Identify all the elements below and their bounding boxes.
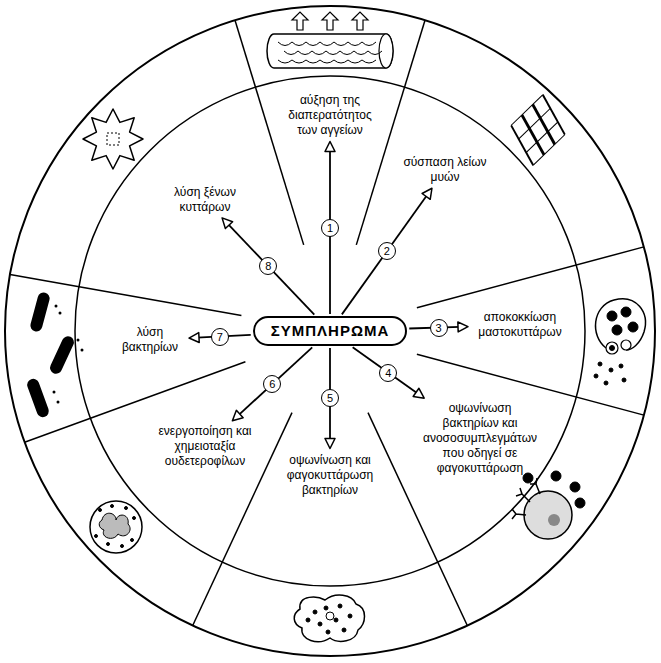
effect-label: λύση βακτηρίων — [115, 325, 185, 355]
callout-number: 7 — [211, 328, 229, 346]
effect-arrow — [232, 347, 312, 420]
sector-line — [368, 413, 467, 626]
effect-text: αύξηση της διαπερατότητος των αγγείων — [278, 93, 382, 138]
effect-text: λύση ξένων κυττάρων — [165, 185, 245, 215]
effect-arrow — [353, 347, 425, 398]
effect-label: αποκοκκίωση μαστοκυττάρων — [472, 310, 568, 340]
effect-label: λύση ξένων κυττάρων — [165, 185, 245, 215]
effect-text: λύση βακτηρίων — [115, 325, 185, 355]
sector-line — [417, 247, 644, 308]
arrow-shaft — [342, 195, 427, 315]
effect-text: ενεργοποίηση και χημειοταξία ουδετεροφίλ… — [145, 424, 265, 469]
arrow-head — [325, 439, 335, 449]
effect-label: ενεργοποίηση και χημειοταξία ουδετεροφίλ… — [145, 424, 265, 469]
callout-number: 4 — [379, 364, 397, 382]
arrow-shaft — [238, 347, 312, 415]
box-title: ΣΥΜΠΛΗΡΩΜΑ — [271, 322, 390, 340]
effect-arrow — [222, 218, 314, 315]
callout-number: 3 — [430, 319, 448, 337]
vessel-illustration — [267, 12, 393, 68]
arrow-head — [458, 322, 468, 332]
opsonisation-illustration — [512, 471, 585, 539]
effect-text: σύσπαση λείων μυών — [397, 155, 493, 185]
arrow-shaft — [228, 224, 315, 315]
sector-lines — [10, 20, 644, 625]
outer-circle — [5, 6, 655, 656]
arrow-head — [232, 410, 243, 420]
muscle-grid-illustration — [511, 95, 565, 165]
effect-label: αύξηση της διαπερατότητος των αγγείων — [278, 93, 382, 138]
effect-text: οψωνίνωση βακτηρίων και ανοσοσυμπλεγμάτω… — [420, 401, 540, 476]
foreign-cell-illustration — [83, 109, 143, 169]
effect-arrow — [342, 188, 432, 314]
effect-label: οψωνίνωση βακτηρίων και ανοσοσυμπλεγμάτω… — [420, 401, 540, 476]
arrow-head — [222, 218, 233, 229]
arrow-head — [413, 388, 424, 398]
effect-label: σύσπαση λείων μυών — [397, 155, 493, 185]
bacteria-illustration — [26, 291, 84, 419]
mast-cell-illustration — [594, 299, 645, 385]
arrow-head — [422, 188, 432, 199]
complement-box: ΣΥΜΠΛΗΡΩΜΑ — [253, 316, 408, 346]
callout-number: 1 — [321, 219, 339, 237]
arrow-head — [325, 142, 335, 152]
neutrophil-illustration — [90, 501, 142, 553]
arrow-shaft — [353, 347, 418, 393]
inner-circle — [75, 76, 585, 586]
effect-text: αποκοκκίωση μαστοκυττάρων — [472, 310, 568, 340]
effect-text: οψωνίνωση και φαγοκυττάρωση βακτηρίων — [282, 453, 378, 498]
arrow-head — [189, 333, 199, 343]
phagocyte-illustration — [294, 595, 364, 642]
effect-label: οψωνίνωση και φαγοκυττάρωση βακτηρίων — [282, 453, 378, 498]
